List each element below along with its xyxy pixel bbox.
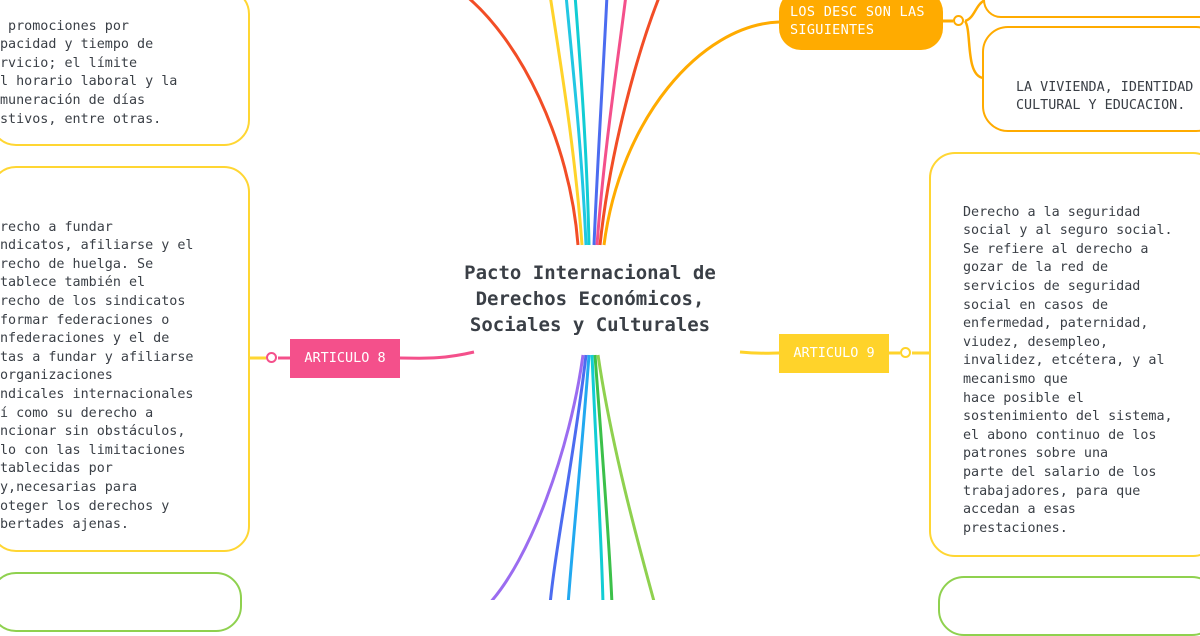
note-line: viudez, desempleo, — [963, 334, 1109, 350]
note-line: pacidad y tiempo de — [0, 37, 154, 53]
note-line: tablece también el — [0, 275, 146, 291]
note-line: ndicatos, afiliarse y el — [0, 238, 194, 254]
central-topic[interactable]: Pacto Internacional de Derechos Económico… — [440, 260, 740, 338]
branch-line-orange — [602, 20, 780, 246]
note-line: gozar de la red de — [963, 260, 1109, 276]
branch-line-redorange — [598, 0, 660, 246]
branch-line-red — [468, 0, 580, 246]
articulo-9-node[interactable]: ARTICULO 9 — [779, 334, 889, 373]
los-desc-label-line: LOS DESC SON LAS — [790, 4, 925, 20]
note-line: servicios de seguridad — [963, 278, 1141, 294]
note-line: hace posible el — [963, 390, 1084, 406]
los-desc-collapse-handle[interactable] — [953, 15, 964, 26]
bottom-left-note-box — [0, 572, 242, 632]
note-line: parte del salario de los — [963, 464, 1157, 480]
branch-line-green-bottom — [593, 354, 614, 600]
note-line: l horario laboral y la — [0, 74, 178, 90]
note-line: sostenimiento del sistema, — [963, 409, 1173, 425]
note-line: LA VIVIENDA, IDENTIDAD — [1016, 79, 1194, 95]
note-line: recho de los sindicatos — [0, 293, 186, 309]
note-line: oteger los derechos y — [0, 498, 170, 514]
note-line: accedan a esas — [963, 502, 1076, 518]
note-line: muneración de días — [0, 92, 146, 108]
note-line: recho de huelga. Se — [0, 256, 154, 272]
note-line: CULTURAL Y EDUCACION. — [1016, 98, 1186, 114]
branch-line-pink — [595, 0, 627, 246]
note-line: tas a fundar y afiliarse — [0, 349, 194, 365]
top-left-note-box — [0, 0, 250, 146]
articulo-9-label: ARTICULO 9 — [793, 345, 875, 361]
note-line: Derecho a la seguridad — [963, 204, 1141, 220]
branch-line-blue — [592, 0, 609, 246]
note-line: Se refiere al derecho a — [963, 241, 1149, 257]
los-desc-link-bottom — [963, 20, 984, 80]
articulo-8-node[interactable]: ARTICULO 8 — [290, 339, 400, 378]
note-line: patrones sobre una — [963, 446, 1109, 462]
branch-line-teal — [573, 0, 591, 246]
note-line: invalidez, etcétera, y al — [963, 353, 1165, 369]
los-desc-node[interactable]: LOS DESC SON LAS SIGUIENTES — [779, 0, 943, 50]
central-topic-line: Pacto Internacional de — [464, 262, 716, 284]
branch-line-cyan-bottom — [566, 354, 591, 600]
note-line: mecanismo que — [963, 371, 1068, 387]
note-line: social en casos de — [963, 297, 1109, 313]
note-line: el abono continuo de los — [963, 427, 1157, 443]
branch-line-teal-bottom — [590, 354, 605, 600]
articulo-8-label: ARTICULO 8 — [304, 350, 386, 366]
branch-line-pink-left — [399, 350, 475, 360]
articulo-9-note-text: Derecho a la seguridad social y al seguro… — [963, 185, 1173, 557]
central-topic-line: Sociales y Culturales — [469, 314, 711, 336]
branch-line-yellow-right — [739, 350, 780, 355]
bottom-right-note-box — [938, 576, 1200, 636]
note-line: formar federaciones o — [0, 312, 170, 328]
articulo-8-note-text: recho a fundar ndicatos, afiliarse y el re… — [0, 200, 193, 553]
los-desc-note-text: LA VIVIENDA, IDENTIDAD CULTURAL Y EDUCACI… — [1016, 60, 1193, 134]
central-topic-line: Derechos Económicos, — [475, 288, 705, 310]
articulo-8-collapse-handle[interactable] — [266, 352, 277, 363]
note-line: trabajadores, para que — [963, 483, 1141, 499]
branch-line-yellow — [549, 0, 584, 246]
branch-line-blue-bottom — [549, 354, 588, 600]
articulo-9-note-box — [929, 152, 1200, 557]
note-line: lo con las limitaciones — [0, 442, 186, 458]
top-left-note-text: promociones por pacidad y tiempo de rvicio… — [0, 0, 177, 148]
los-desc-note-box — [982, 26, 1200, 132]
note-line: nfederaciones y el de — [0, 331, 170, 347]
note-line: í como su derecho a — [0, 405, 154, 421]
note-line: ncionar sin obstáculos, — [0, 424, 186, 440]
note-line: prestaciones. — [963, 520, 1068, 536]
branch-line-lime-bottom — [596, 354, 656, 600]
note-line: organizaciones — [0, 368, 113, 384]
articulo-9-collapse-handle[interactable] — [900, 347, 911, 358]
note-line: promociones por — [0, 18, 129, 34]
branch-line-cyan — [564, 0, 588, 246]
note-line: social y al seguro social. — [963, 223, 1173, 239]
note-line: recho a fundar — [0, 219, 113, 235]
note-line: y,necesarias para — [0, 479, 138, 495]
los-desc-link-top — [964, 0, 986, 23]
note-line: ndicales internacionales — [0, 386, 194, 402]
note-line: enfermedad, paternidad, — [963, 316, 1149, 332]
articulo-8-note-box — [0, 166, 250, 552]
branch-line-purple — [490, 354, 585, 600]
note-line: bertades ajenas. — [0, 517, 129, 533]
connector-lines — [250, 0, 986, 600]
note-line: stivos, entre otras. — [0, 111, 162, 127]
note-line: rvicio; el límite — [0, 55, 138, 71]
los-desc-note-box-top — [983, 0, 1200, 18]
los-desc-label-line: SIGUIENTES — [790, 22, 875, 38]
note-line: tablecidas por — [0, 461, 113, 477]
